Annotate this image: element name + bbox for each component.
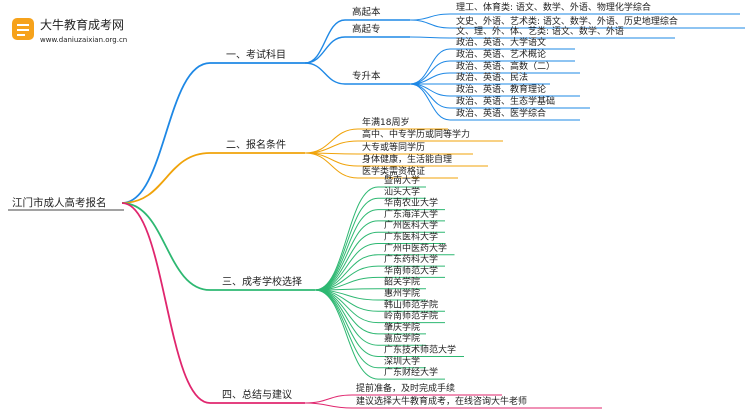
school-item-11: 韩山师范学院 — [384, 298, 438, 310]
branch-connector-exam — [121, 62, 211, 204]
sub-connector-gaoqizhuan — [304, 36, 346, 64]
sub-label-gaoqiben: 高起本 — [352, 6, 381, 18]
school-item-connector-14 — [314, 289, 379, 346]
school-item-2: 华南农业大学 — [384, 197, 438, 209]
zhuanshengben-item-connector-1 — [409, 60, 451, 85]
condition-item-connector-1 — [304, 140, 359, 154]
school-item-0: 暨南大学 — [384, 174, 420, 186]
condition-item-0: 年满18周岁 — [362, 116, 409, 128]
branch-connector-advice — [121, 202, 211, 404]
condition-item-2: 大专或等同学历 — [362, 141, 425, 153]
school-item-15: 广东技术师范大学 — [384, 344, 456, 356]
school-item-connector-1 — [314, 197, 379, 291]
zhuanshengben-item-0: 政治、英语、大学语文 — [456, 36, 546, 48]
root-node: 江门市成人高考报名 — [12, 196, 107, 209]
school-item-10: 惠州学院 — [384, 287, 420, 299]
sub-connector-zhuanshengben — [304, 62, 346, 85]
branch-connector-conditions — [121, 152, 211, 204]
zhuanshengben-item-1: 政治、英语、艺术概论 — [456, 48, 546, 60]
school-item-8: 华南师范大学 — [384, 264, 438, 276]
branch-label-advice: 四、总结与建议 — [222, 388, 292, 401]
school-item-13: 肇庆学院 — [384, 321, 420, 333]
school-item-6: 广州中医药大学 — [384, 242, 447, 254]
branch-label-schools: 三、成考学校选择 — [222, 275, 302, 288]
school-item-connector-0 — [314, 186, 379, 291]
logo-url: www.daniuzaixian.org.cn — [40, 36, 127, 44]
branch-label-exam: 一、考试科目 — [226, 48, 286, 61]
school-item-12: 岭南师范学院 — [384, 310, 438, 322]
school-item-connector-13 — [314, 289, 379, 335]
advice-item-1: 建议选择大牛教育成考，在线咨询大牛老师 — [356, 395, 527, 407]
school-item-14: 嘉应学院 — [384, 332, 420, 344]
zhuanshengben-item-4: 政治、英语、教育理论 — [456, 83, 546, 95]
school-item-1: 汕头大学 — [384, 185, 420, 197]
logo-name: 大牛教育成考网 — [40, 17, 124, 32]
condition-item-4: 医学类需资格证 — [362, 165, 425, 177]
branch-connector-schools — [121, 202, 211, 291]
condition-item-connector-4 — [304, 152, 359, 179]
zhuanshengben-item-3: 政治、英语、民法 — [456, 71, 528, 83]
school-item-connector-16 — [314, 289, 379, 369]
school-item-3: 广东海洋大学 — [384, 208, 438, 220]
school-item-17: 广东财经大学 — [384, 366, 438, 378]
condition-item-connector-3 — [304, 152, 359, 167]
zhuanshengben-item-5: 政治、英语、生态学基础 — [456, 95, 555, 107]
gaoqiben-item-1: 文史、外语、艺术类: 语文、数学、外语、历史地理综合 — [456, 15, 678, 27]
zhuanshengben-item-2: 政治、英语、高数（二） — [456, 60, 555, 72]
branch-label-conditions: 二、报名条件 — [226, 138, 286, 151]
school-item-connector-4 — [314, 231, 379, 291]
gaoqiben-item-0: 理工、体育类: 语文、数学、外语、物理化学综合 — [456, 1, 651, 13]
sub-connector-gaoqiben — [304, 19, 346, 64]
school-item-4: 广州医科大学 — [384, 219, 438, 231]
advice-item-connector-1 — [304, 402, 353, 409]
school-item-9: 韶关学院 — [384, 276, 420, 288]
condition-item-3: 身体健康，生活能自理 — [362, 153, 452, 165]
advice-item-0: 提前准备，及时完成手续 — [356, 382, 455, 394]
sub-label-zhuanshengben: 专升本 — [352, 70, 381, 82]
school-item-7: 广东药科大学 — [384, 253, 438, 265]
gaoqizhuan-item-0: 文、理、外、体、艺类: 语文、数学、外语 — [456, 25, 624, 37]
gaoqizhuan-item-connector-0 — [409, 36, 451, 39]
condition-item-1: 高中、中专学历或同等学力 — [362, 128, 470, 140]
advice-item-connector-0 — [304, 394, 353, 404]
school-item-5: 广东医科大学 — [384, 231, 438, 243]
logo: 大牛教育成考网 www.daniuzaixian.org.cn — [12, 17, 127, 44]
sub-label-gaoqizhuan: 高起专 — [352, 23, 381, 35]
zhuanshengben-item-6: 政治、英语、医学综合 — [456, 107, 546, 119]
school-item-connector-17 — [314, 289, 379, 380]
school-item-connector-3 — [314, 220, 379, 291]
gaoqiben-item-connector-1 — [409, 19, 451, 29]
school-item-connector-2 — [314, 209, 379, 291]
school-item-16: 深圳大学 — [384, 355, 420, 367]
zhuanshengben-item-connector-6 — [409, 83, 451, 121]
gaoqiben-item-connector-0 — [409, 13, 451, 21]
